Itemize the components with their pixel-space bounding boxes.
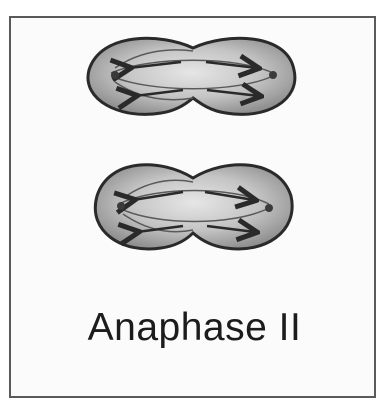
centrosome: [269, 71, 277, 79]
figure-frame: Anaphase II: [9, 16, 376, 398]
centrosome: [265, 204, 273, 212]
upper-dividing-cell: [88, 38, 295, 114]
cell-membrane: [88, 38, 295, 114]
figure-caption: Anaphase II: [11, 306, 378, 350]
centrosome: [117, 202, 125, 210]
lower-dividing-cell: [95, 165, 292, 249]
centrosome: [111, 71, 119, 79]
